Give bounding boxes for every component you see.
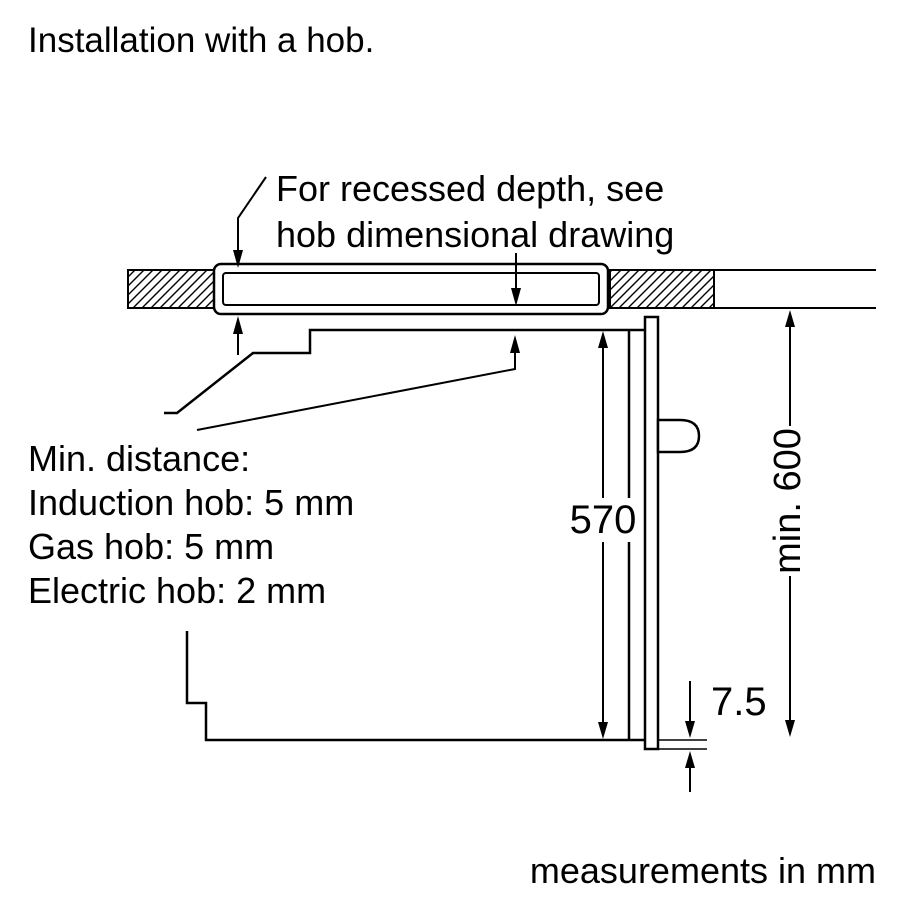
min-distance-title: Min. distance: bbox=[28, 438, 251, 479]
worktop-section-left bbox=[127, 269, 216, 309]
recess-depth-note: For recessed depth, see hob dimensional … bbox=[276, 166, 674, 258]
worktop-section-right bbox=[609, 269, 876, 309]
recess-depth-note-line2: hob dimensional drawing bbox=[276, 214, 675, 255]
dim-min600-label: min. 600 bbox=[766, 426, 810, 576]
recess-arrow-up bbox=[233, 316, 243, 355]
min-distance-leader-arrow bbox=[196, 335, 520, 431]
min-distance-induction: Induction hob: 5 mm bbox=[28, 482, 355, 523]
recess-depth-note-line1: For recessed depth, see bbox=[276, 168, 665, 209]
recess-arrow-into-hob bbox=[511, 253, 521, 306]
measurements-note: measurements in mm bbox=[529, 850, 876, 891]
min-distance-note: Min. distance: Induction hob: 5 mm Gas h… bbox=[28, 437, 354, 613]
recess-leader-arrow-left bbox=[233, 176, 267, 268]
oven-handle bbox=[656, 418, 701, 454]
oven-door-outline bbox=[643, 315, 660, 751]
hob-outline bbox=[212, 262, 610, 316]
dim-7p5-arrows bbox=[658, 681, 707, 792]
min-distance-gas: Gas hob: 5 mm bbox=[28, 526, 275, 567]
dim-7p5-label: 7.5 bbox=[711, 680, 767, 724]
page-title: Installation with a hob. bbox=[28, 21, 375, 60]
dim-570-label: 570 bbox=[563, 498, 643, 542]
min-distance-electric: Electric hob: 2 mm bbox=[28, 570, 327, 611]
